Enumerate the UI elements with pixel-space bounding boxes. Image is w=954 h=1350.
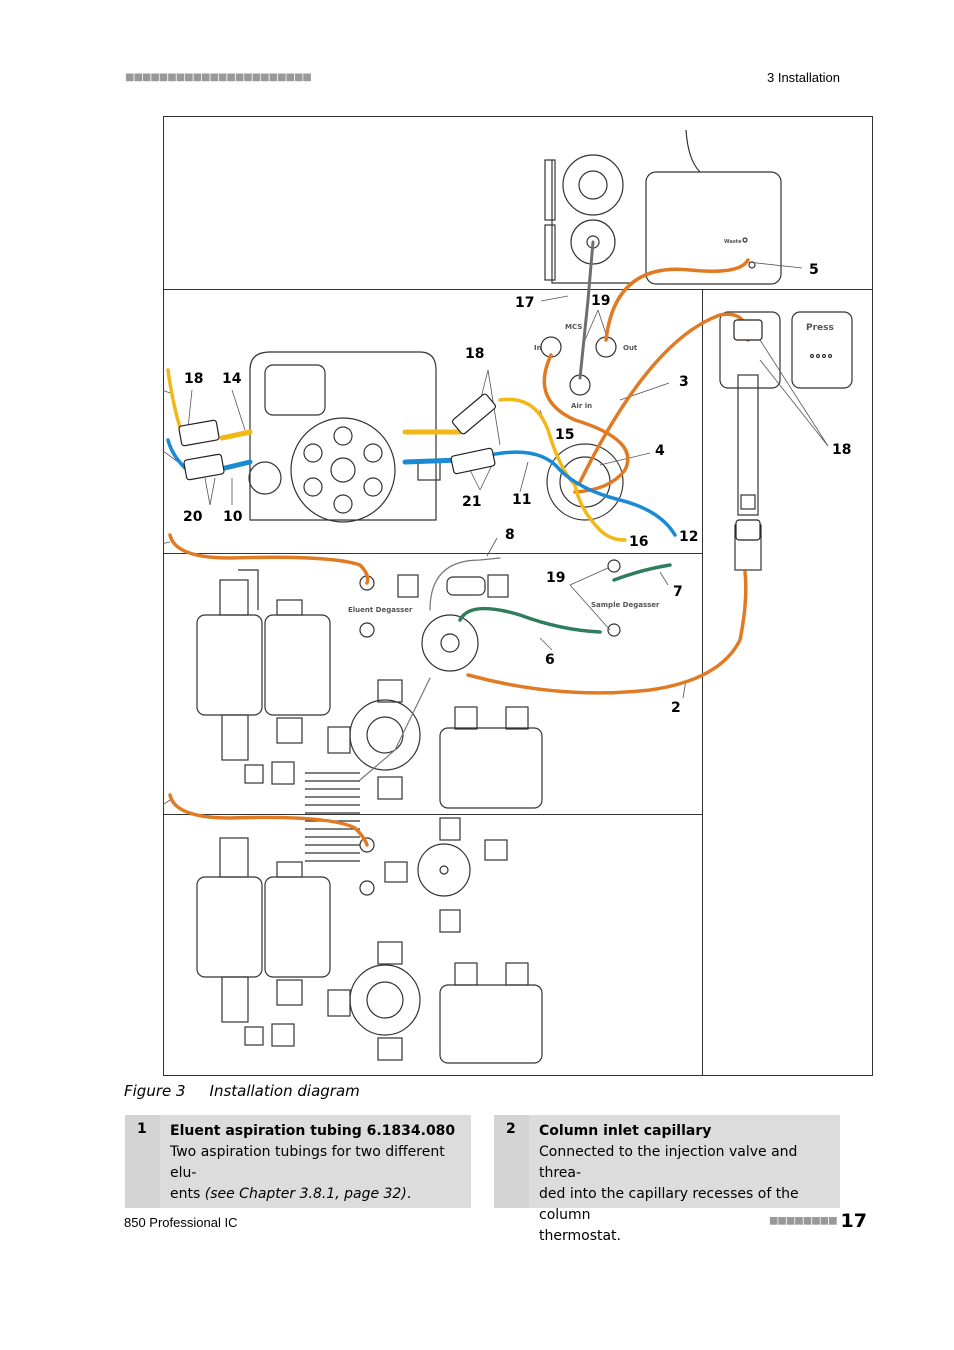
figure-caption-label: Figure 3	[124, 1082, 186, 1100]
air-in-label: Air in	[571, 402, 592, 410]
legend-item-1: 1 Eluent aspiration tubing 6.1834.080 Tw…	[125, 1115, 471, 1208]
footer-decoration: ■■■■■■■■	[768, 1215, 838, 1227]
callout-5: 5	[809, 262, 819, 278]
callout-15: 15	[555, 427, 574, 443]
yellow-tube-15	[498, 397, 627, 542]
gray-tube-17	[578, 240, 595, 380]
mcs-label: MCS	[565, 323, 582, 331]
waste-label: Waste	[724, 239, 742, 245]
callout-8: 8	[505, 527, 515, 543]
callout-7: 7	[673, 584, 683, 600]
installation-diagram: MCS In Out Air in Eluent Degasser Sample…	[163, 116, 873, 1076]
fittings	[178, 319, 763, 541]
press-label: Press	[806, 323, 834, 333]
legend-item-number: 2	[506, 1121, 516, 1137]
orange-tube-1a	[168, 533, 370, 585]
blue-tube-10	[222, 459, 253, 471]
legend-item-title: Column inlet capillary	[539, 1123, 712, 1139]
figure-caption-text: Installation diagram	[209, 1082, 360, 1100]
callout-6: 6	[545, 652, 555, 668]
figure-caption: Figure 3 Installation diagram	[124, 1082, 360, 1100]
mcs-in-label: In	[534, 344, 542, 352]
orange-tube-1b	[168, 793, 369, 847]
capillary-8	[429, 557, 501, 611]
green-tube-7	[612, 563, 672, 582]
callout-18-right: 18	[832, 442, 851, 458]
blue-tube-11	[488, 450, 677, 537]
legend-item-title: Eluent aspiration tubing 6.1834.080	[170, 1123, 456, 1139]
header-decoration: ■■■■■■■■■■■■■■■■■■■■■■	[125, 72, 312, 83]
yellow-tube-13	[166, 368, 182, 430]
eluent-degasser-label: Eluent Degasser	[348, 606, 413, 614]
leader-lines	[163, 261, 829, 806]
legend-item-desc-line1: Connected to the injection valve and thr…	[539, 1144, 798, 1181]
callout-11: 11	[512, 492, 531, 508]
capillary-gray	[359, 677, 431, 781]
sample-degasser-label: Sample Degasser	[591, 601, 660, 609]
diagram-frame	[163, 116, 873, 1076]
chapter-reference: (see Chapter 3.8.1, page 32)	[204, 1186, 407, 1202]
footer-page: ■■■■■■■■17	[769, 1210, 867, 1232]
page-number: 17	[840, 1210, 867, 1232]
column-holder	[719, 311, 853, 571]
orange-tube-2	[466, 570, 748, 695]
callout-21: 21	[462, 494, 481, 510]
footer-product: 850 Professional IC	[124, 1215, 238, 1230]
callout-4: 4	[655, 443, 665, 459]
legend-item-number: 1	[137, 1121, 147, 1137]
peristaltic-pump	[544, 154, 630, 284]
callout-17: 17	[515, 295, 534, 311]
callout-19-sample: 19	[546, 570, 565, 586]
callout-10: 10	[223, 509, 243, 525]
callout-2: 2	[671, 700, 681, 716]
callout-16: 16	[629, 534, 648, 550]
blue-tube-9	[166, 438, 187, 470]
legend-item-desc-line2: ded into the capillary recesses of the c…	[539, 1186, 799, 1223]
callout-18-left: 18	[184, 371, 203, 387]
orange-tube-4	[542, 353, 630, 494]
callout-14: 14	[222, 371, 242, 387]
legend-item-2: 2 Column inlet capillary Connected to th…	[494, 1115, 840, 1244]
eluent-degasser-lower	[196, 817, 543, 1064]
yellow-tube-14	[219, 429, 253, 441]
suppressor-pump	[248, 351, 441, 523]
mcs-out-label: Out	[623, 344, 638, 352]
legend-item-desc-line2: ents	[170, 1186, 205, 1202]
callout-3: 3	[679, 374, 689, 390]
callout-18-mcs: 18	[465, 346, 484, 362]
section-header: 3 Installation	[767, 70, 840, 85]
callout-12: 12	[679, 529, 698, 545]
green-tube-6	[458, 606, 602, 634]
callout-19-mcs: 19	[591, 293, 610, 309]
orange-tube-5	[604, 258, 750, 342]
callout-20: 20	[183, 509, 203, 525]
legend-item-desc-line1: Two aspiration tubings for two different…	[170, 1144, 445, 1181]
legend-item-desc-line3: thermostat.	[539, 1228, 621, 1244]
tubing	[166, 240, 750, 847]
detector-box	[645, 129, 782, 285]
